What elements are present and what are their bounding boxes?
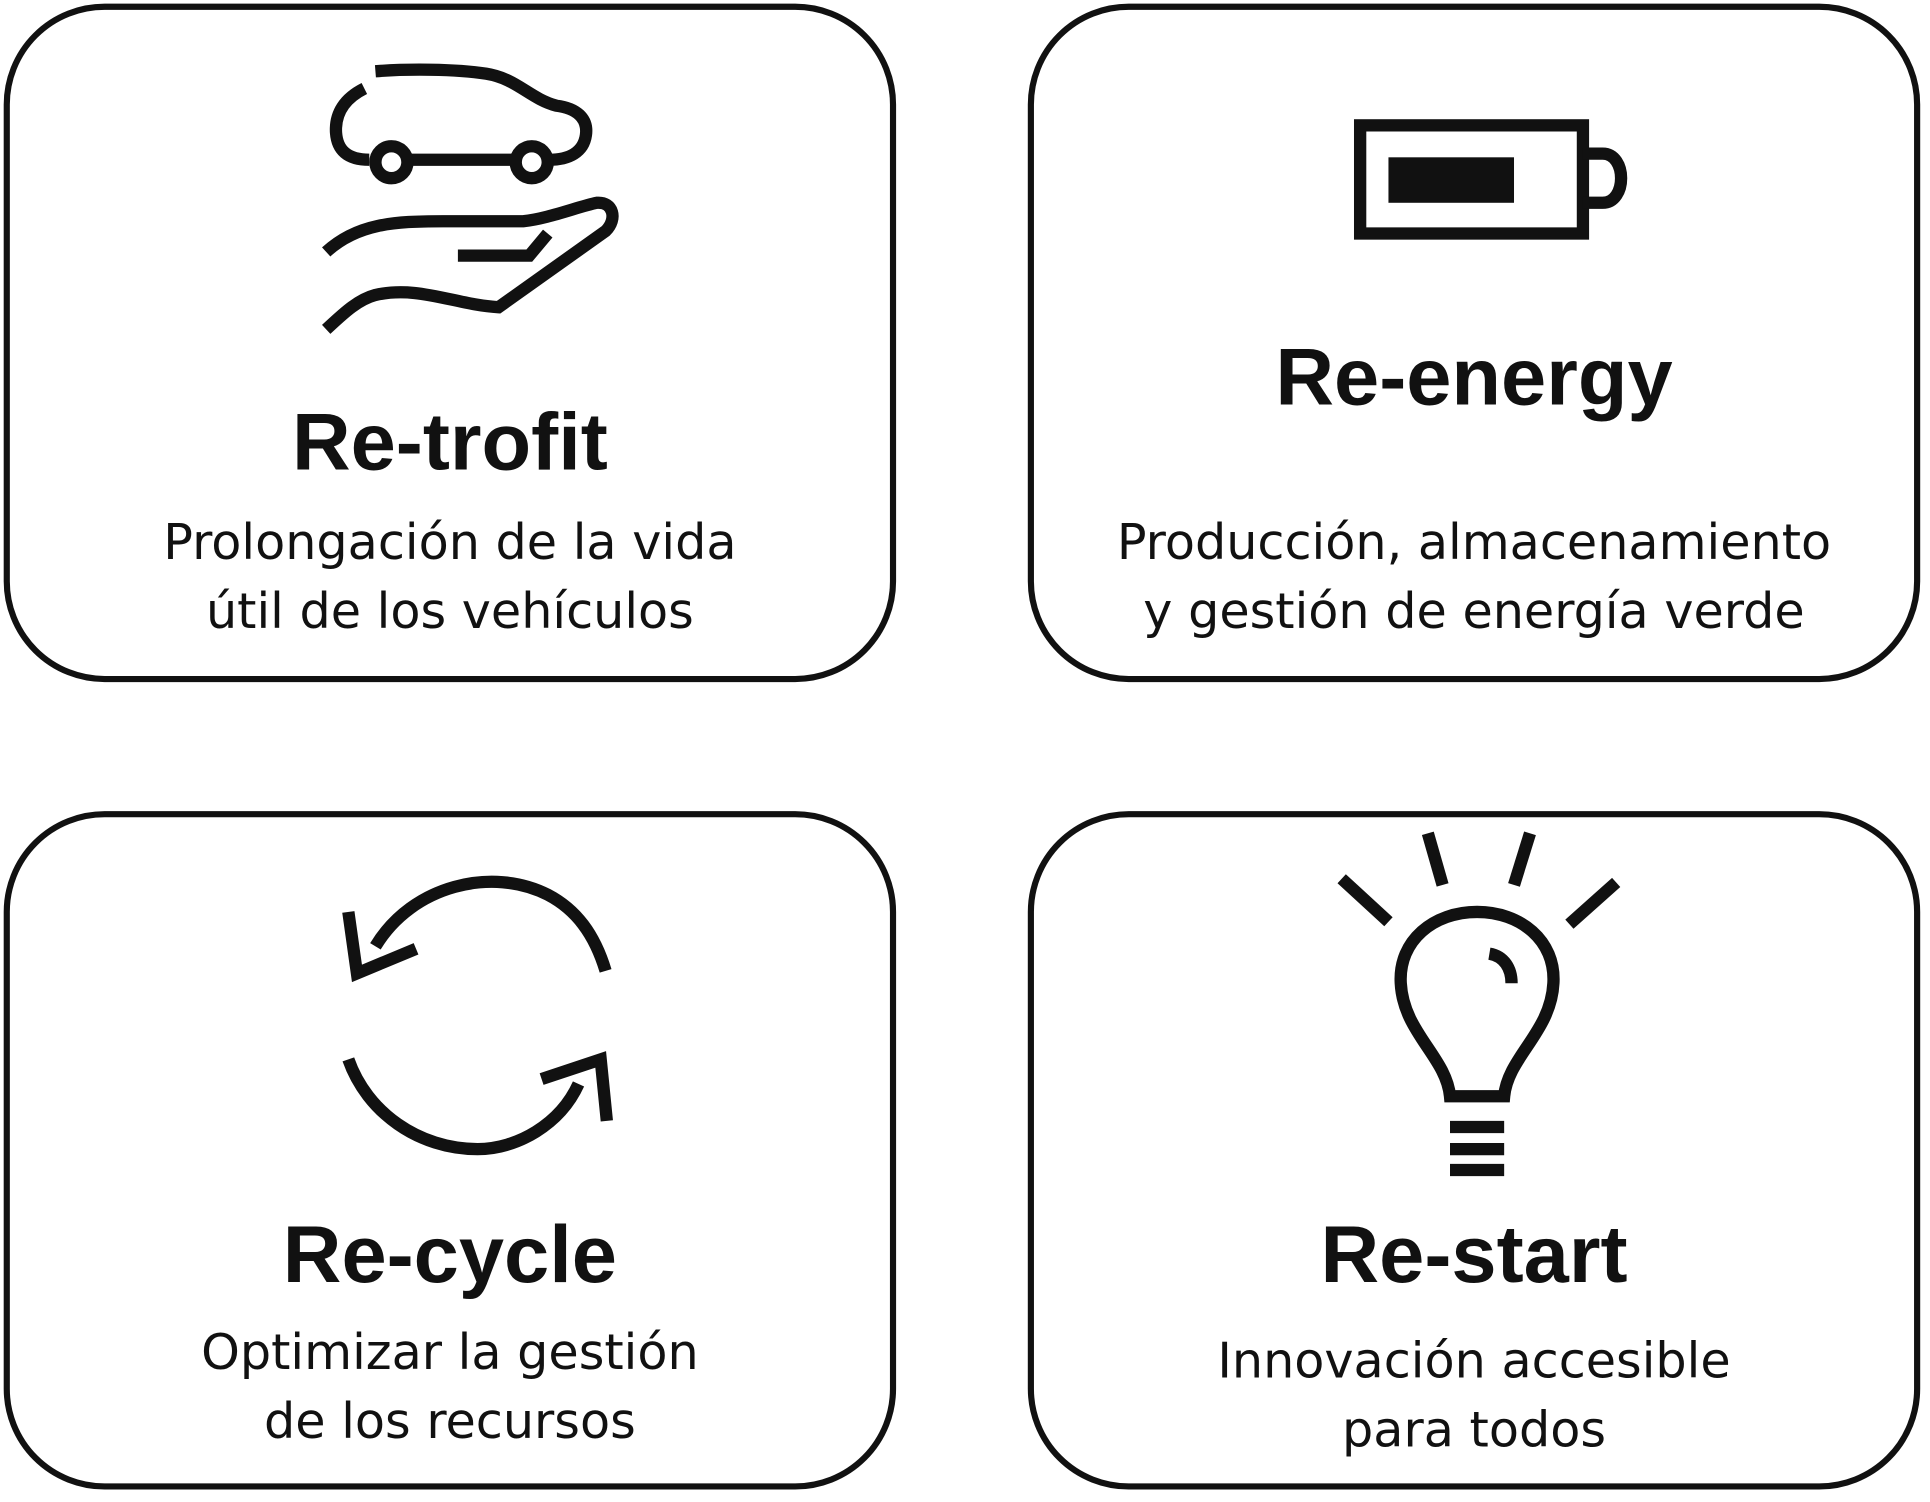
card-description-line-1: Innovación accesible: [1217, 1333, 1731, 1390]
card-description-line-1: Prolongación de la vida: [163, 514, 737, 572]
card-title: Re-start: [1320, 1208, 1628, 1300]
card-title: Re-energy: [1275, 330, 1673, 422]
recycle-arrows-icon: [342, 875, 613, 1156]
card-description-line-2: para todos: [1342, 1402, 1606, 1459]
card-description-line-2: útil de los vehículos: [205, 583, 694, 641]
car-in-hand-icon: [322, 63, 619, 334]
card-description-line-2: y gestión de energía verde: [1143, 583, 1805, 641]
card-description-line-2: de los recursos: [264, 1393, 636, 1451]
card-title: Re-cycle: [282, 1208, 617, 1300]
battery-icon: [1353, 119, 1628, 240]
card-description-line-1: Optimizar la gestión: [201, 1324, 699, 1382]
card-re-energy: Re-energy Producción, almacenamiento y g…: [1027, 3, 1921, 683]
light-bulb-icon: [1337, 831, 1621, 1177]
card-description-line-1: Producción, almacenamiento: [1116, 514, 1832, 572]
card-title: Re-trofit: [291, 395, 608, 487]
card-re-trofit: Re-trofit Prolongación de la vida útil d…: [3, 3, 897, 683]
